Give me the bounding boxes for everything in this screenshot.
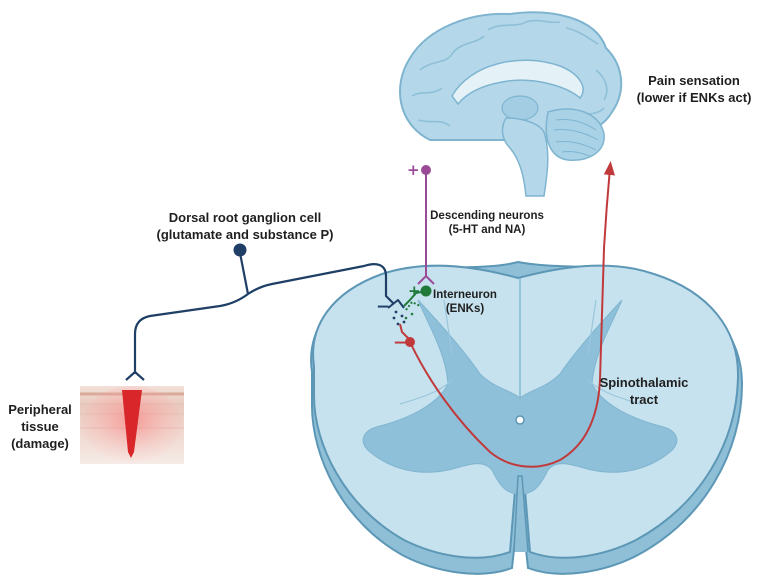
interneuron <box>403 285 432 320</box>
white-matter-lines <box>399 299 641 405</box>
spinothalamic-label: Spinothalamic tract <box>600 375 689 407</box>
tissue-label-line1: Peripheral <box>8 402 72 417</box>
descending-terminal <box>417 274 435 285</box>
descending-label-line2: (5-HT and NA) <box>449 224 526 236</box>
pain-label-line2: (lower if ENKs act) <box>637 90 752 105</box>
interneuron-plus-sign: + <box>408 282 421 300</box>
interneuron-label: Interneuron (ENKs) <box>433 289 497 315</box>
interneuron-cell-body <box>420 285 432 297</box>
brainstem <box>501 117 549 197</box>
descending-plus-sign: + <box>407 161 420 179</box>
drg-peripheral-axon <box>133 293 249 374</box>
cerebellum-folia <box>553 119 599 157</box>
corpus-callosum <box>451 59 584 106</box>
descending-cell-body <box>421 165 431 175</box>
projection-minus-sign: − <box>393 333 407 353</box>
interneuron-label-line1: Interneuron <box>433 289 497 301</box>
descending-label: Descending neurons (5-HT and NA) <box>430 210 544 236</box>
drg-label-line1: Dorsal root ganglion cell <box>169 210 321 225</box>
spinothalamic-tract-path <box>409 161 615 468</box>
pain-projection-neuron <box>399 161 615 468</box>
peripheral-tissue-label: Peripheral tissue (damage) <box>8 402 72 451</box>
projection-cell-body <box>405 337 415 347</box>
drg-cell-body <box>233 243 247 257</box>
projection-dendrite <box>399 323 411 341</box>
drg-central-axon <box>247 263 395 305</box>
thalamus <box>501 95 539 121</box>
tissue-label-line2: tissue <box>21 419 59 434</box>
brain <box>398 11 623 197</box>
interneuron-label-line2: (ENKs) <box>446 303 485 315</box>
pain-sensation-label: Pain sensation (lower if ENKs act) <box>637 73 752 105</box>
central-canal <box>515 415 525 425</box>
drg-label: Dorsal root ganglion cell (glutamate and… <box>157 210 334 242</box>
drg-cell-stem <box>238 252 250 295</box>
drg-label-line2: (glutamate and substance P) <box>157 227 334 242</box>
spinal-cord <box>310 260 744 575</box>
interneuron-terminal <box>405 300 421 311</box>
pain-label-line1: Pain sensation <box>648 73 740 88</box>
drg-neuron <box>125 243 406 381</box>
wound-icon <box>122 390 142 458</box>
drg-terminal <box>387 299 405 309</box>
drg-terminal-y <box>125 370 145 381</box>
tissue-label-line3: (damage) <box>11 436 69 451</box>
synaptic-vesicles <box>392 310 406 326</box>
tract-label-line1: Spinothalamic <box>600 375 689 390</box>
enk-vesicles <box>404 312 414 320</box>
descending-label-line1: Descending neurons <box>430 210 544 222</box>
peripheral-tissue <box>80 386 184 464</box>
drg-minus-sign: − <box>376 297 390 317</box>
anterior-fissure <box>513 475 529 553</box>
descending-neuron <box>417 165 435 285</box>
tract-label-line2: tract <box>630 392 659 407</box>
